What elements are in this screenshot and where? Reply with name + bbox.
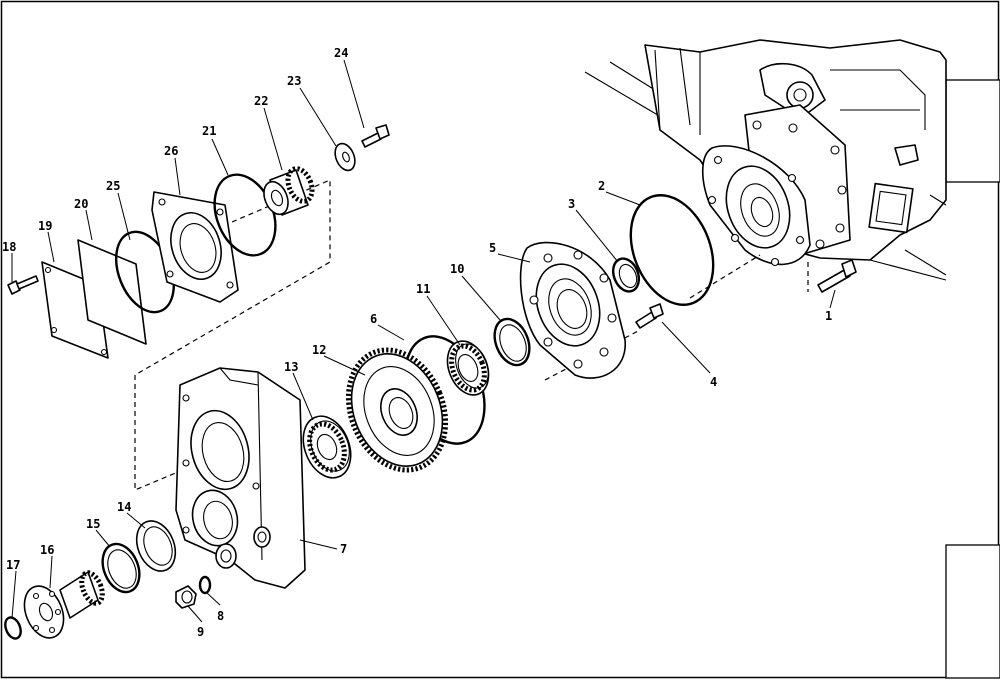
part-7-gear-case <box>175 367 306 589</box>
part-18-bolt <box>7 275 39 295</box>
callout-1: 1 <box>825 309 832 323</box>
callout-8: 8 <box>217 609 224 623</box>
callout-18: 18 <box>2 240 16 254</box>
callout-24: 24 <box>334 46 348 60</box>
part-24-bolt <box>361 124 390 148</box>
part-12-gear <box>345 347 449 473</box>
part-17-snap-ring <box>4 616 22 640</box>
callout-4: 4 <box>710 375 717 389</box>
part-26-bearing-cover <box>151 191 239 303</box>
part-3-snap-ring <box>611 257 641 293</box>
callout-16: 16 <box>40 543 54 557</box>
callout-22: 22 <box>254 94 268 108</box>
callout-10: 10 <box>450 262 464 276</box>
part-11-bearing <box>446 340 490 396</box>
callout-17: 17 <box>6 558 20 572</box>
callout-7: 7 <box>340 542 347 556</box>
callout-20: 20 <box>74 197 88 211</box>
part-14-seal <box>135 520 177 572</box>
callout-3: 3 <box>568 197 575 211</box>
part-22-bearing <box>263 166 315 216</box>
part-4-bolt <box>635 303 664 329</box>
callout-23: 23 <box>287 74 301 88</box>
index-tab-bottom <box>945 544 1000 679</box>
axle-housing <box>584 39 947 281</box>
callout-25: 25 <box>106 179 120 193</box>
part-16-output-flange <box>23 570 105 639</box>
part-1-bolt <box>817 259 857 293</box>
callout-12: 12 <box>312 343 326 357</box>
callout-5: 5 <box>489 241 496 255</box>
index-tab-top <box>945 79 1000 183</box>
callout-13: 13 <box>284 360 298 374</box>
callout-6: 6 <box>370 312 377 326</box>
part-15-ring <box>101 542 141 594</box>
part-8-seal <box>198 575 212 595</box>
part-2-o-ring <box>629 194 715 306</box>
callout-21: 21 <box>202 124 216 138</box>
callout-labels: 1 2 3 4 5 6 7 8 9 10 11 12 13 14 15 16 1… <box>2 46 832 639</box>
part-13-bearing <box>302 415 352 479</box>
leader-lines <box>11 59 836 623</box>
part-case-plug <box>215 543 237 569</box>
callout-19: 19 <box>38 219 52 233</box>
callout-2: 2 <box>598 179 605 193</box>
part-9-plug <box>175 585 197 609</box>
part-10-ring <box>493 317 531 367</box>
assembly-axis-lines <box>134 179 809 491</box>
callout-14: 14 <box>117 500 131 514</box>
part-5-flange-cover <box>519 241 626 379</box>
callout-11: 11 <box>416 282 430 296</box>
part-23-washer <box>334 142 356 172</box>
callout-9: 9 <box>197 625 204 639</box>
callout-15: 15 <box>86 517 100 531</box>
callout-26: 26 <box>164 144 178 158</box>
